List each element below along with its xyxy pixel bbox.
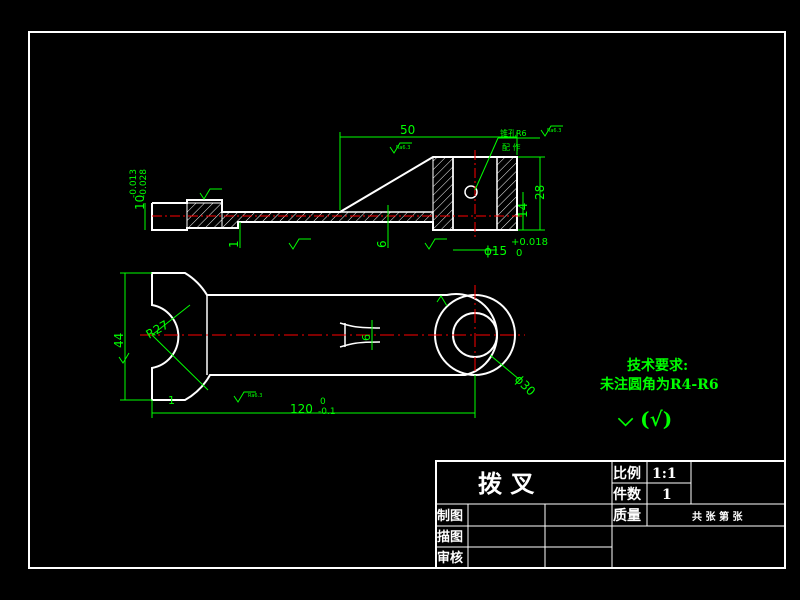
tol-120-upper: 0 (320, 397, 326, 407)
tol-120-lower: -0.1 (318, 407, 336, 417)
fork-outline (151, 272, 498, 401)
title-block: 拨 叉 比例 1:1 件数 1 制图 描图 审核 质量 共 张 第 张 (435, 460, 786, 569)
note-cone-hole: 锥孔R6 (500, 128, 527, 138)
sheet-label: 共 张 第 张 (692, 510, 743, 523)
tech-notes: 技术要求: 未注圆角为R4-R6 ⌵ (√) (600, 357, 719, 431)
dim-120: 120 (290, 402, 313, 416)
tol-15-lower: 0 (516, 248, 522, 259)
notes-roughness: ⌵ (√) (617, 407, 672, 431)
note-fit: 配 作 (502, 142, 521, 152)
dim-6-section: 6 (375, 240, 389, 248)
tol-10-upper: -0.013 (129, 169, 139, 198)
dim-15: ϕ15 (484, 244, 507, 258)
dim-1-plan: 1 (168, 394, 175, 407)
qty-label: 件数 (613, 486, 642, 503)
drawing-border (28, 31, 786, 569)
scale-value: 1:1 (652, 466, 677, 482)
dim-50: 50 (400, 123, 415, 137)
finish-a: Ra6.3 (547, 128, 561, 134)
dim-6-slot: 6 (360, 334, 373, 341)
qty-value: 1 (662, 487, 672, 503)
finish-b: Ra6.3 (396, 145, 410, 151)
part-name: 拨 叉 (478, 469, 535, 498)
drawn-label: 制图 (437, 508, 463, 524)
pin-hole (464, 185, 478, 199)
notes-line1: 未注圆角为R4-R6 (600, 376, 719, 393)
dim-10: 10 (133, 195, 147, 210)
dim-28: 28 (533, 185, 547, 200)
notes-title: 技术要求: (627, 357, 688, 374)
tol-10-lower: -0.028 (139, 169, 149, 198)
plan-view: 44 R27 6 ϕ30 120 0 -0.1 1 Ra6.3 (112, 272, 538, 418)
check-label: 描图 (437, 529, 463, 545)
finish-plan: Ra6.3 (248, 393, 262, 399)
dim-r27: R27 (144, 318, 171, 342)
mass-label: 质量 (613, 507, 641, 524)
hatch-wall-right (496, 156, 518, 231)
dim-1-section: 1 (227, 240, 241, 248)
hatch-arm (221, 211, 434, 229)
section-view: 50 28 14 6 1 10 -0.013 -0.028 ϕ15 +0.018… (129, 123, 563, 259)
tol-15-upper: +0.018 (511, 237, 548, 248)
dim-44: 44 (112, 333, 126, 348)
review-label: 审核 (437, 550, 463, 566)
scale-label: 比例 (613, 465, 641, 482)
hatch-shank (186, 202, 223, 229)
hatch-wall-left (432, 156, 454, 231)
dim-14: 14 (516, 203, 530, 218)
